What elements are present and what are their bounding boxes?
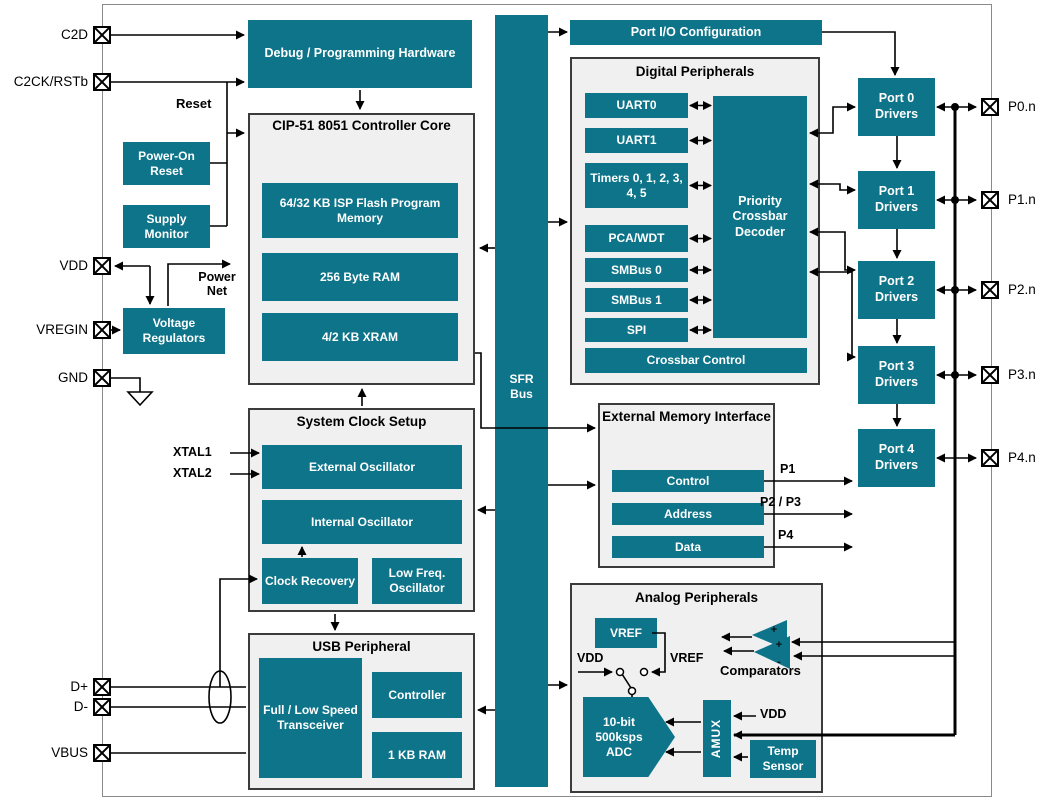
port1-drivers-block: Port 1 Drivers <box>858 171 935 229</box>
pin-label-c2ck: C2CK/RSTb <box>13 74 88 89</box>
pca-wdt-block: PCA/WDT <box>585 225 688 252</box>
pin-label-dminus: D- <box>73 699 88 714</box>
smbus0-block: SMBus 0 <box>585 258 688 282</box>
voltage-regulators-block: Voltage Regulators <box>123 308 225 354</box>
pin-label-p0n: P0.n <box>1008 99 1036 114</box>
pin-label-c2d: C2D <box>60 27 88 42</box>
uart1-block: UART1 <box>585 128 688 153</box>
flash-block: 64/32 KB ISP Flash Program Memory <box>262 183 458 238</box>
chip-outline <box>102 4 992 797</box>
temp-sensor-block: Temp Sensor <box>750 740 816 778</box>
port4-drivers-block: Port 4 Drivers <box>858 429 935 487</box>
emi-title: External Memory Interface <box>602 409 771 424</box>
port3-drivers-block: Port 3 Drivers <box>858 346 935 404</box>
pin-p0-icon <box>981 98 999 116</box>
pin-label-dplus: D+ <box>70 679 88 694</box>
usb-controller-block: Controller <box>372 672 462 718</box>
comparators-label: Comparators <box>720 663 801 678</box>
priority-crossbar-decoder-block: Priority Crossbar Decoder <box>713 96 807 338</box>
smbus1-block: SMBus 1 <box>585 288 688 312</box>
power-net-label: Power Net <box>198 270 236 298</box>
internal-oscillator-block: Internal Oscillator <box>262 500 462 544</box>
amux-block: AMUX <box>703 700 731 777</box>
amux-label: AMUX <box>709 718 724 759</box>
sfr-bus: SFR Bus <box>495 15 548 787</box>
vdd-switch-label: VDD <box>577 651 604 665</box>
pin-label-vdd: VDD <box>59 258 88 273</box>
emi-p2p3-label: P2 / P3 <box>760 495 801 509</box>
clock-recovery-block: Clock Recovery <box>262 558 358 604</box>
pin-gnd-icon <box>93 369 111 387</box>
vdd-amux-label: VDD <box>760 707 787 721</box>
sfr-bus-label: SFR Bus <box>509 372 534 401</box>
system-clock-title: System Clock Setup <box>296 414 427 429</box>
pin-vregin-icon <box>93 321 111 339</box>
spi-block: SPI <box>585 318 688 342</box>
external-oscillator-block: External Oscillator <box>262 445 462 489</box>
uart0-block: UART0 <box>585 93 688 118</box>
debug-programming-hardware-block: Debug / Programming Hardware <box>248 20 472 88</box>
vref-block: VREF <box>595 618 657 648</box>
pin-label-vregin: VREGIN <box>36 322 88 337</box>
pin-c2ck-icon <box>93 73 111 91</box>
supply-monitor-block: Supply Monitor <box>123 205 210 248</box>
usb-ram-block: 1 KB RAM <box>372 732 462 778</box>
emi-p4-label: P4 <box>778 528 794 542</box>
emi-p1-label: P1 <box>780 462 796 476</box>
emi-control-block: Control <box>612 470 764 492</box>
emi-address-block: Address <box>612 503 764 525</box>
ram-block: 256 Byte RAM <box>262 253 458 301</box>
usb-peripheral-title: USB Peripheral <box>312 639 411 654</box>
cip51-core-title: CIP-51 8051 Controller Core <box>272 118 451 133</box>
pin-label-p4n: P4.n <box>1008 450 1036 465</box>
xtal2-label: XTAL2 <box>173 466 212 480</box>
pin-p2-icon <box>981 281 999 299</box>
pin-dminus-icon <box>93 698 111 716</box>
port2-drivers-block: Port 2 Drivers <box>858 261 935 319</box>
xram-block: 4/2 KB XRAM <box>262 313 458 361</box>
timers-block: Timers 0, 1, 2, 3, 4, 5 <box>585 163 688 208</box>
low-freq-oscillator-block: Low Freq. Oscillator <box>372 558 462 604</box>
pin-vbus-icon <box>93 744 111 762</box>
pin-label-vbus: VBUS <box>51 745 88 760</box>
xtal1-label: XTAL1 <box>173 445 212 459</box>
vref-switch-label: VREF <box>670 651 704 665</box>
reset-label: Reset <box>176 96 212 111</box>
digital-peripherals-title: Digital Peripherals <box>635 64 755 79</box>
port0-drivers-block: Port 0 Drivers <box>858 78 935 136</box>
pin-vdd-icon <box>93 257 111 275</box>
analog-peripherals-title: Analog Peripherals <box>634 590 759 605</box>
pin-label-p1n: P1.n <box>1008 192 1036 207</box>
pin-label-p2n: P2.n <box>1008 282 1036 297</box>
usb-transceiver-block: Full / Low Speed Transceiver <box>259 658 362 778</box>
power-on-reset-block: Power-On Reset <box>123 142 210 185</box>
pin-p4-icon <box>981 449 999 467</box>
pin-c2d-icon <box>93 26 111 44</box>
pin-label-gnd: GND <box>58 370 88 385</box>
pin-label-p3n: P3.n <box>1008 367 1036 382</box>
pin-p3-icon <box>981 366 999 384</box>
crossbar-control-block: Crossbar Control <box>585 348 807 373</box>
pin-p1-icon <box>981 191 999 209</box>
pin-dplus-icon <box>93 678 111 696</box>
port-io-configuration-block: Port I/O Configuration <box>570 20 822 45</box>
emi-data-block: Data <box>612 536 764 558</box>
